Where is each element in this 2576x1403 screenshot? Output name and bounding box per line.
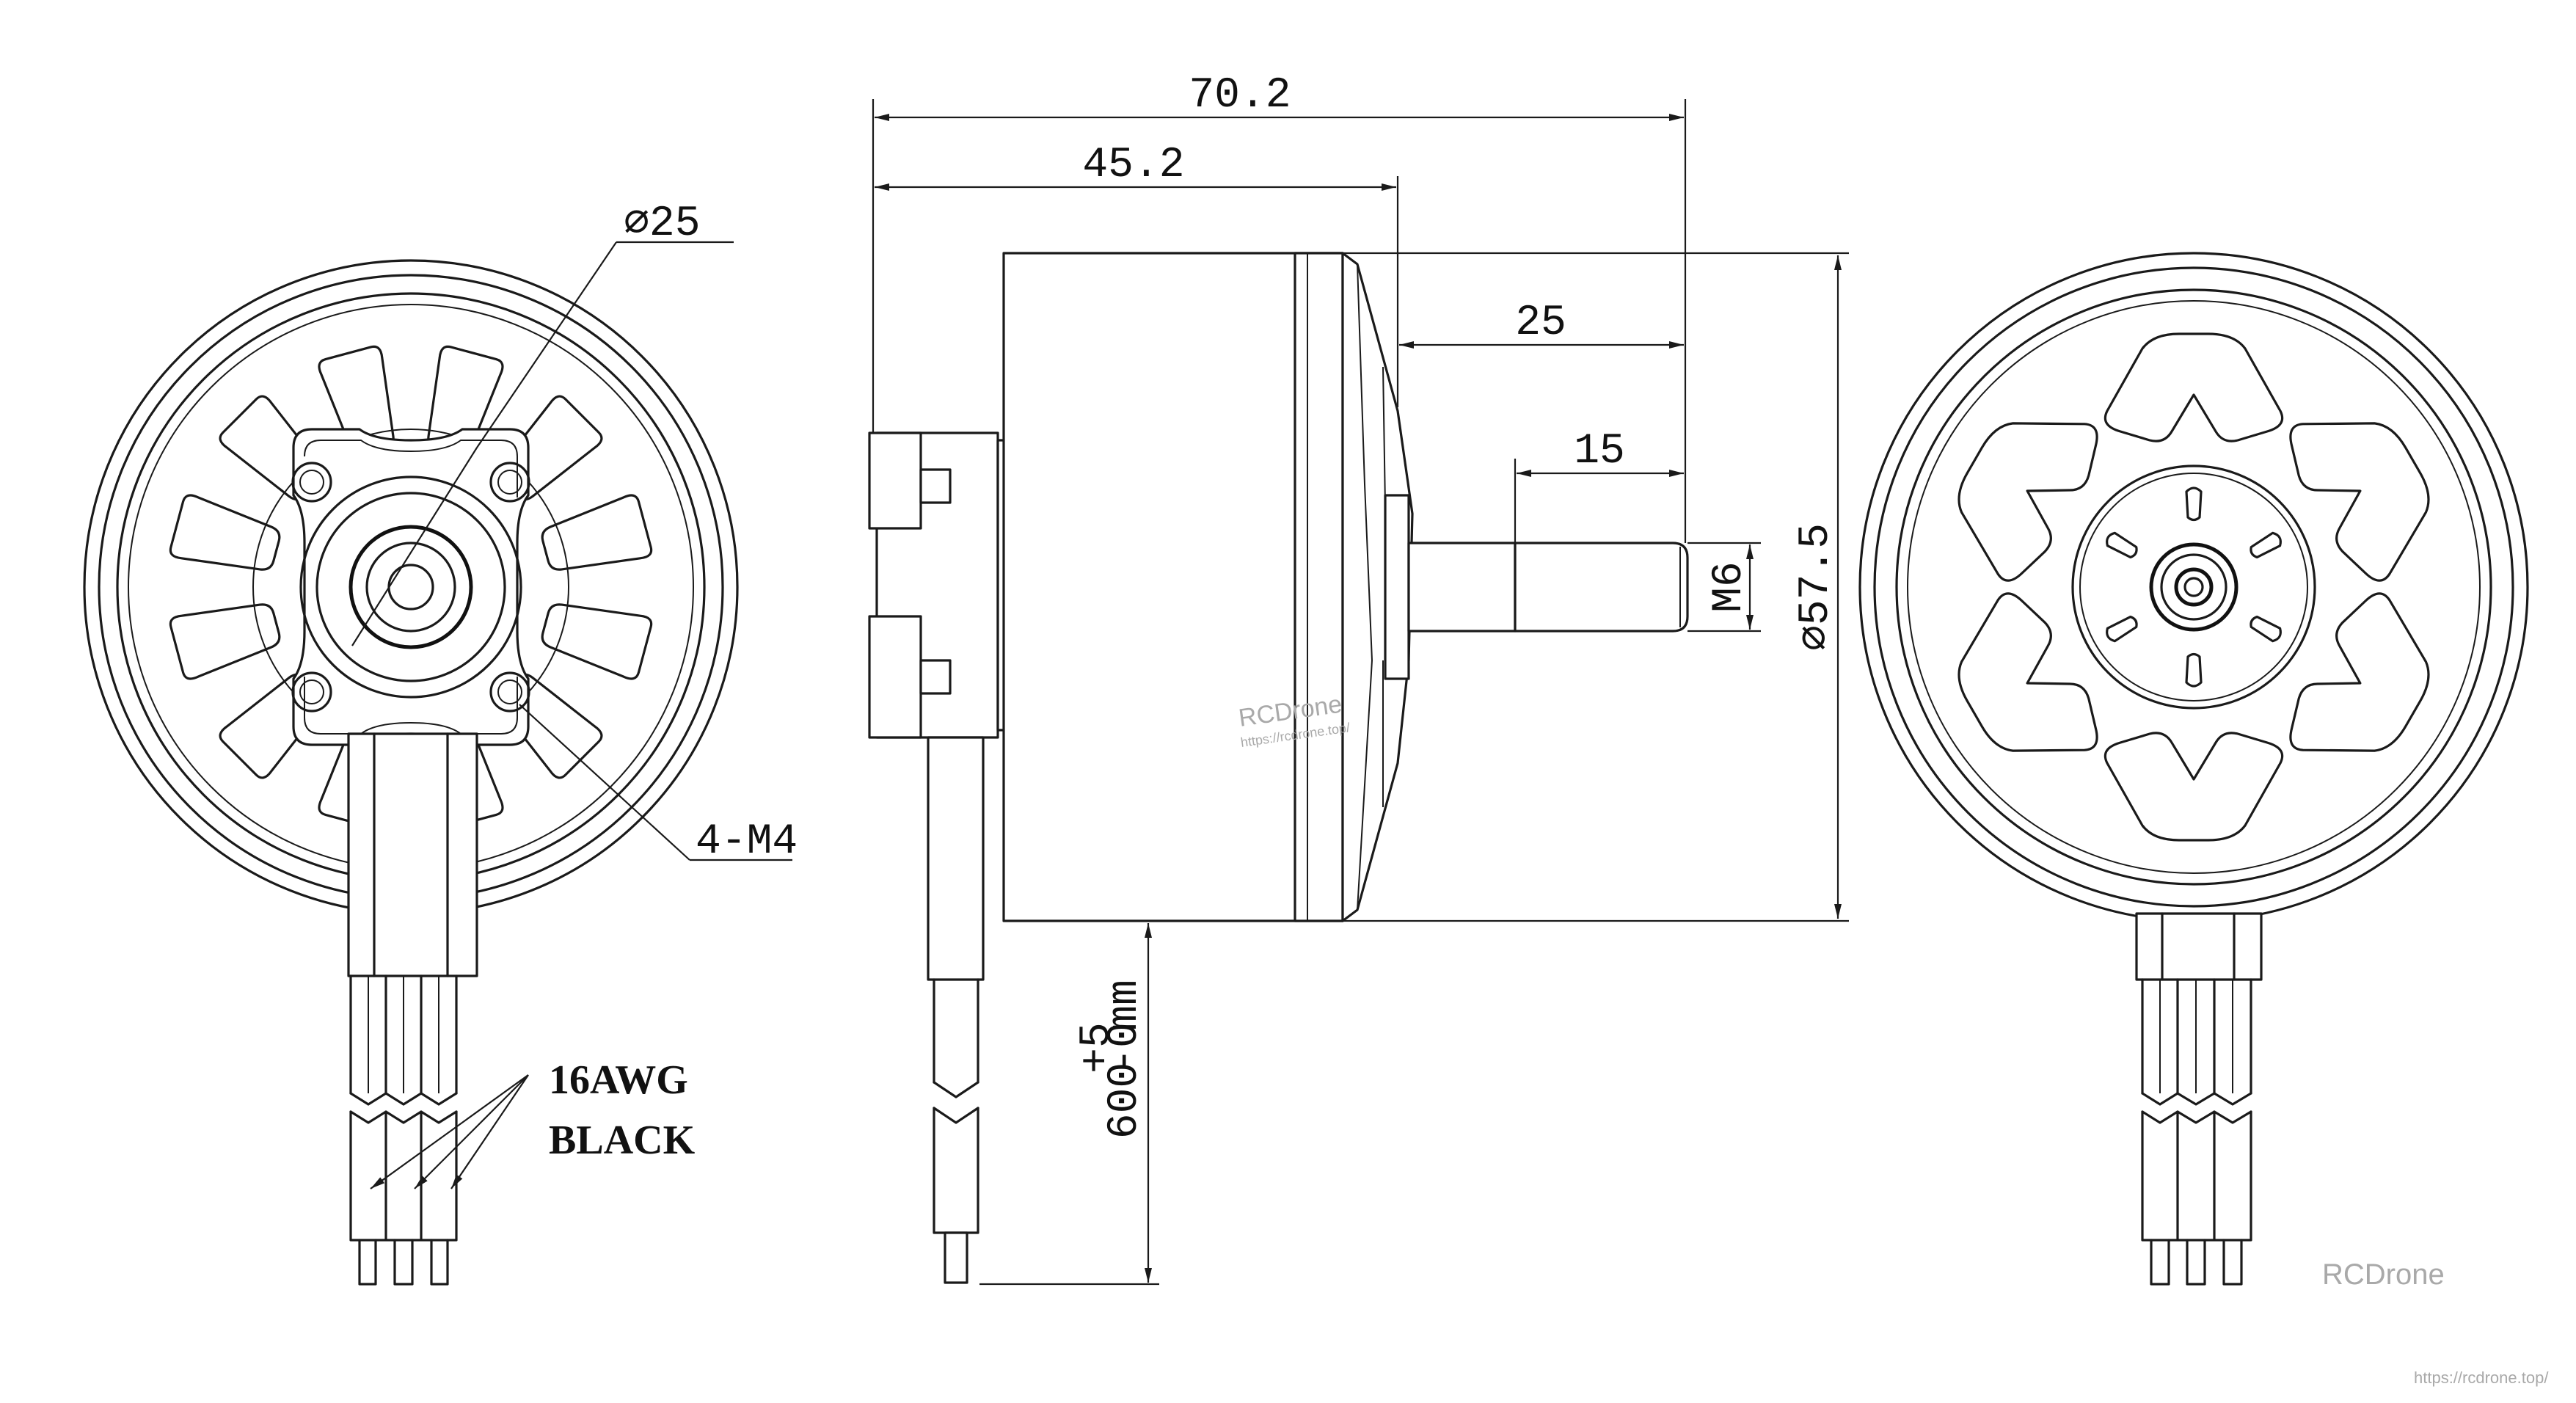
vent-slot	[167, 591, 286, 682]
hub-slot	[2106, 615, 2138, 643]
vent-slot	[2104, 732, 2284, 842]
mount-holes-label: 4-M4	[696, 818, 798, 866]
vent-slot	[167, 492, 286, 583]
vent-slot	[2274, 582, 2459, 792]
cable-tol-upper: +5	[1073, 1022, 1121, 1074]
shaft-side-view: RCDrone https://rcdrone.top/	[1858, 252, 2549, 1387]
vent-slot	[2274, 382, 2459, 592]
cable-length-unit: mm	[1101, 980, 1149, 1031]
side-dimensions: 70.2 45.2 25 15 M6 ⌀57.5 600 mm +5	[872, 72, 1849, 1286]
shaft-length-dim: 25	[1515, 299, 1566, 347]
vent-slot	[536, 492, 654, 583]
corner-watermark-url: https://rcdrone.top/	[2414, 1369, 2549, 1387]
thread-size-dim: M6	[1706, 561, 1754, 613]
body-length-dim: 45.2	[1082, 142, 1184, 189]
hub-slots	[2106, 487, 2282, 688]
hub-slot	[2185, 487, 2203, 522]
vent-slot	[2104, 332, 2284, 442]
boss-diameter-label: ⌀25	[624, 200, 701, 248]
hub-slot	[2250, 531, 2282, 559]
left-wires	[349, 974, 458, 1286]
wire-color-label: BLACK	[549, 1118, 696, 1163]
mount-side-view: 16AWG BLACK ⌀25 4-M4	[83, 200, 798, 1286]
vent-slot	[1929, 382, 2113, 592]
cable-tol-lower: -0	[1101, 1022, 1149, 1074]
wire-note-leader	[370, 1074, 529, 1189]
vent-slot	[536, 591, 654, 682]
wire-gauge-label: 16AWG	[549, 1057, 688, 1103]
hub-slot	[2106, 531, 2138, 559]
right-wires	[2141, 978, 2252, 1286]
hub-slot	[2185, 652, 2203, 688]
corner-watermark-brand: RCDrone	[2322, 1258, 2445, 1291]
right-vent-slots	[1929, 332, 2459, 842]
overall-length-dim: 70.2	[1189, 72, 1291, 120]
diameter-dim: ⌀57.5	[1792, 523, 1840, 651]
side-view: 70.2 45.2 25 15 M6 ⌀57.5 600 mm +5	[868, 72, 1849, 1286]
vent-slot	[1929, 582, 2113, 792]
thread-length-dim: 15	[1574, 428, 1625, 475]
cable-length-dim: 600	[1101, 1063, 1149, 1139]
hub-slot	[2250, 615, 2282, 643]
